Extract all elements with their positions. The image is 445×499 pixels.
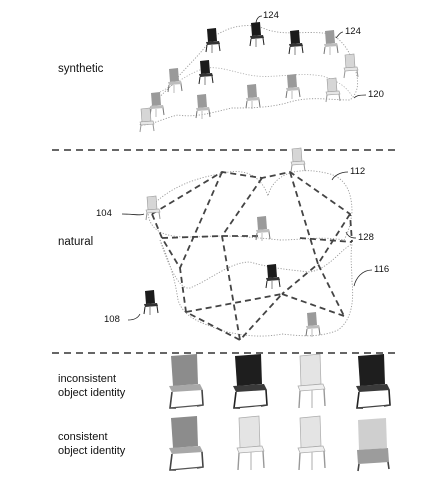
consistent-label-line2: object identity	[58, 445, 126, 457]
inconsistent-row-label: inconsistent object identity	[58, 372, 125, 400]
leader-line	[121, 213, 145, 216]
chair-icon	[168, 415, 204, 471]
chair-icon	[143, 289, 159, 316]
inconsistent-label-line1: inconsistent	[58, 373, 117, 385]
natural-label: natural	[58, 236, 94, 248]
chair-icon	[356, 417, 390, 472]
inconsistent-label-line2: object identity	[58, 387, 126, 399]
chair-icon	[355, 353, 391, 409]
chair-icon	[325, 77, 341, 103]
chair-icon	[205, 27, 221, 54]
ref-120: 120	[368, 89, 384, 100]
chair-icon	[149, 91, 165, 118]
chair-icon	[232, 353, 268, 409]
ref-124-right: 124	[345, 26, 361, 37]
chair-icon	[297, 415, 326, 471]
leader-line	[127, 313, 141, 321]
chair-icon	[249, 21, 265, 48]
chair-icon	[323, 29, 339, 56]
ref-112: 112	[350, 166, 366, 177]
chair-icon	[285, 73, 301, 100]
ref-104: 104	[96, 208, 112, 219]
chair-icon	[168, 353, 204, 409]
ref-124-top: 124	[263, 10, 279, 21]
leader-line	[255, 15, 263, 25]
leader-line	[345, 231, 357, 239]
chair-icon	[288, 29, 304, 56]
chair-icon	[290, 147, 306, 173]
synthetic-label: synthetic	[58, 63, 104, 75]
ref-116: 116	[374, 264, 390, 275]
leader-line	[335, 31, 344, 39]
chair-icon	[297, 353, 326, 409]
leader-line	[353, 269, 373, 287]
ref-128: 128	[358, 232, 374, 243]
correspondence-lines	[151, 171, 353, 342]
consistent-label-line1: consistent	[58, 431, 108, 443]
chair-icon	[255, 215, 271, 242]
chair-icon	[245, 83, 261, 110]
natural-manifold-bottom	[159, 239, 354, 337]
ref-108: 108	[104, 314, 120, 325]
leader-line	[331, 171, 349, 181]
chair-icon	[236, 415, 265, 471]
natural-manifold-top	[147, 170, 353, 241]
chair-icon	[139, 107, 155, 133]
consistent-row-label: consistent object identity	[58, 430, 125, 458]
chair-icon	[343, 53, 359, 79]
chair-icon	[305, 311, 321, 338]
leader-line	[353, 94, 367, 99]
chair-icon	[198, 59, 214, 86]
chair-icon	[195, 93, 211, 120]
